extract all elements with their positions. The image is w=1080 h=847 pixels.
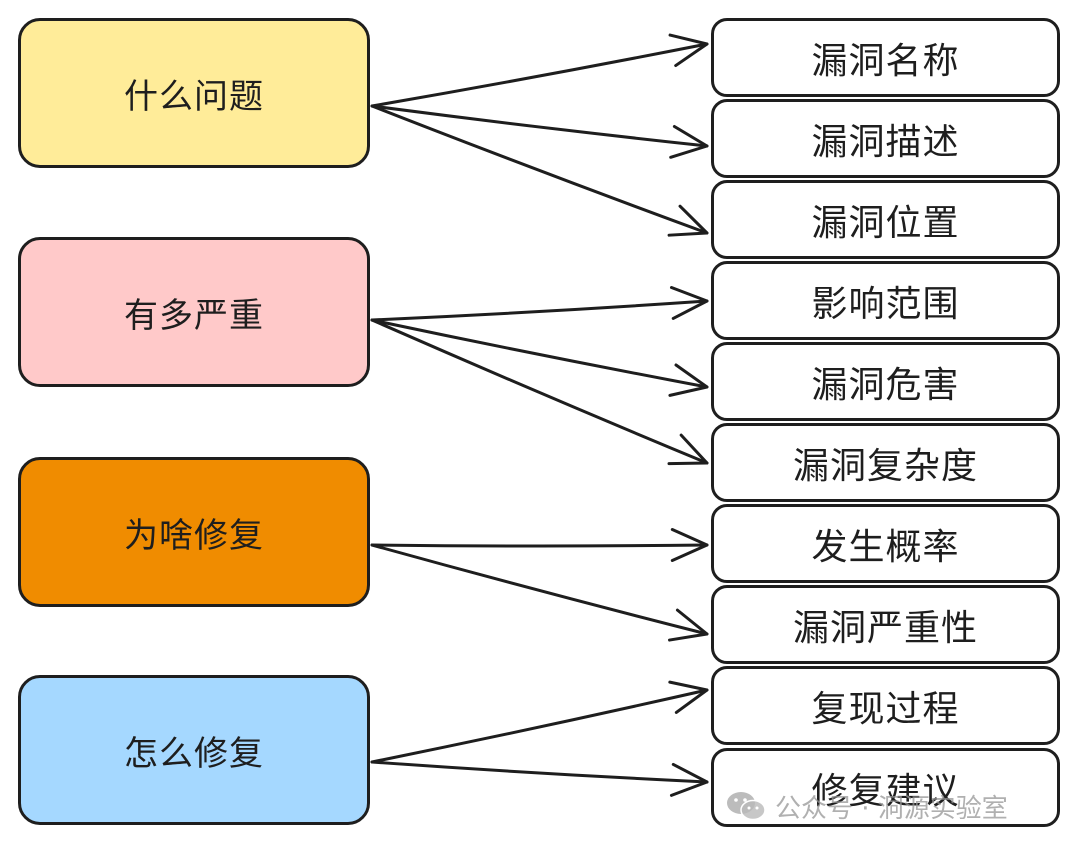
- arrow-what-to-vuln-description: [370, 104, 709, 159]
- category-box-why: 为啥修复: [18, 457, 370, 607]
- item-label: 漏洞描述: [811, 121, 960, 163]
- watermark: 公众号 · 洞源实验室: [725, 784, 1008, 828]
- category-label: 为啥修复: [124, 515, 264, 556]
- arrow-why-to-vuln-severity: [370, 543, 709, 642]
- wechat-icon: [727, 792, 766, 821]
- arrow-why-to-probability: [370, 528, 709, 562]
- category-box-what: 什么问题: [18, 18, 370, 168]
- arrow-severity-to-impact-scope: [370, 285, 709, 322]
- item-box-reproduction: 复现过程: [711, 666, 1060, 745]
- item-label: 修复建议: [811, 770, 960, 812]
- item-box-probability: 发生概率: [711, 504, 1060, 583]
- item-label: 漏洞名称: [811, 40, 960, 82]
- arrow-severity-to-vuln-complexity: [370, 318, 709, 466]
- category-box-how: 怎么修复: [18, 675, 370, 825]
- item-label: 漏洞严重性: [792, 607, 978, 649]
- arrow-what-to-vuln-name: [370, 33, 709, 108]
- item-box-impact-scope: 影响范围: [711, 261, 1060, 340]
- item-label: 发生概率: [811, 526, 960, 568]
- item-box-vuln-harm: 漏洞危害: [711, 342, 1060, 421]
- item-box-vuln-complexity: 漏洞复杂度: [711, 423, 1060, 502]
- item-box-vuln-description: 漏洞描述: [711, 99, 1060, 178]
- item-box-vuln-severity: 漏洞严重性: [711, 585, 1060, 664]
- item-label: 漏洞位置: [811, 202, 960, 244]
- category-box-severity: 有多严重: [18, 237, 370, 387]
- item-label: 漏洞危害: [811, 364, 960, 406]
- item-box-vuln-location: 漏洞位置: [711, 180, 1060, 259]
- item-label: 漏洞复杂度: [792, 445, 978, 487]
- watermark-text: 公众号 · 洞源实验室: [775, 793, 1008, 824]
- item-box-vuln-name: 漏洞名称: [711, 18, 1060, 97]
- arrow-severity-to-vuln-harm: [370, 318, 709, 397]
- arrow-what-to-vuln-location: [370, 104, 709, 237]
- item-box-fix-advice: 修复建议: [711, 748, 1060, 827]
- item-label: 影响范围: [811, 283, 960, 325]
- item-label: 复现过程: [811, 688, 960, 730]
- arrow-how-to-reproduction: [370, 680, 709, 764]
- category-label: 怎么修复: [124, 733, 264, 774]
- category-label: 什么问题: [124, 76, 264, 117]
- arrow-how-to-fix-advice: [370, 760, 709, 797]
- category-label: 有多严重: [124, 295, 264, 336]
